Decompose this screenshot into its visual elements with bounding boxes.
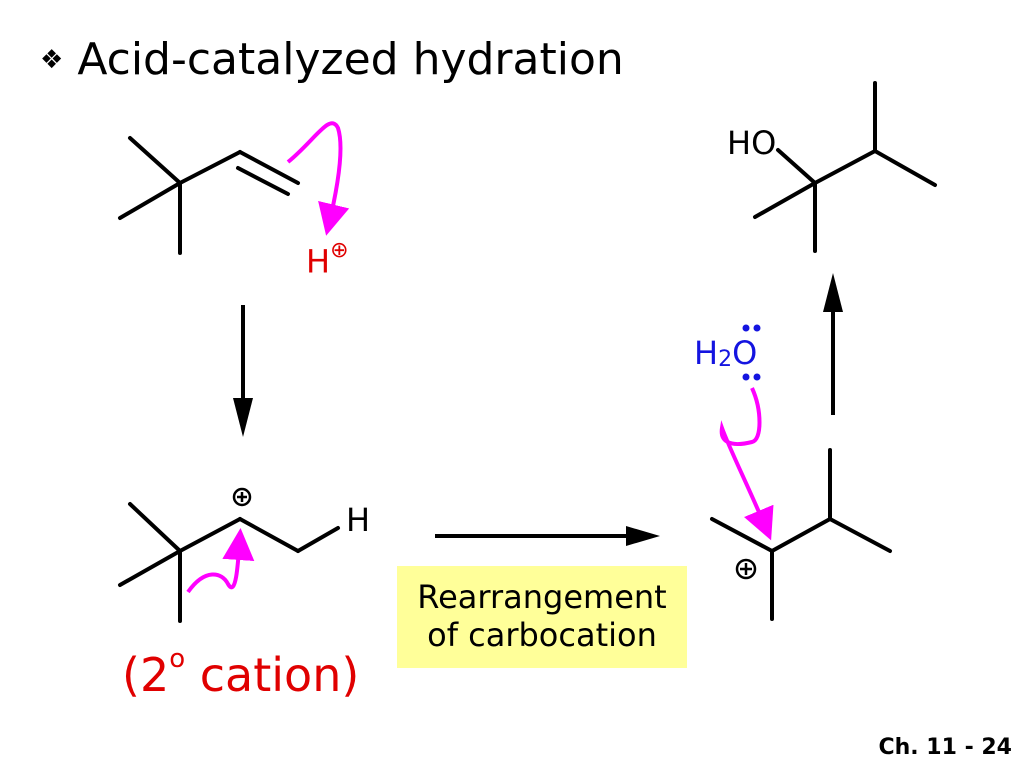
slide-footer: Ch. 11 - 24 bbox=[878, 735, 1012, 760]
charge-icon bbox=[232, 487, 252, 507]
slide-title: Acid-catalyzed hydration bbox=[77, 34, 624, 85]
alkene-structure bbox=[118, 136, 300, 255]
lone-pairs-icon bbox=[742, 324, 761, 381]
down-arrow bbox=[233, 305, 253, 437]
proton-label: H⊕ bbox=[306, 238, 349, 281]
water-label: H2O bbox=[694, 334, 758, 372]
up-arrow bbox=[823, 273, 843, 415]
secondary-cation-label: (2o cation) bbox=[122, 643, 360, 702]
hydrogen-label: H bbox=[346, 501, 371, 539]
tertiary-cation-structure bbox=[710, 448, 892, 621]
diamond-bullet-icon: ❖ bbox=[40, 45, 64, 75]
curved-arrow-hydride-shift bbox=[186, 528, 255, 594]
rearrangement-line1: Rearrangement bbox=[417, 578, 667, 617]
right-arrow bbox=[435, 526, 660, 546]
alcohol-product-structure bbox=[753, 81, 937, 253]
curved-arrow-to-proton bbox=[286, 121, 350, 236]
charge-icon bbox=[735, 558, 757, 580]
curved-arrow-water-attack bbox=[719, 387, 774, 541]
rearrangement-box: Rearrangement of carbocation bbox=[397, 566, 687, 668]
rearrangement-line2: of carbocation bbox=[427, 616, 657, 654]
title-row: ❖ Acid-catalyzed hydration bbox=[40, 30, 624, 90]
secondary-cation-structure bbox=[118, 502, 340, 623]
hydroxyl-label: HO bbox=[727, 124, 777, 162]
